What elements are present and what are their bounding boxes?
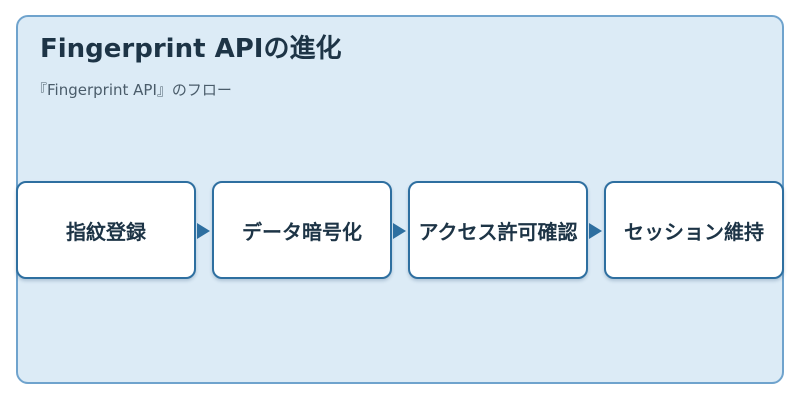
- flow-arrow-right-icon: [197, 223, 210, 239]
- page-title: Fingerprint APIの進化: [40, 34, 342, 64]
- page-subtitle: 『Fingerprint API』のフロー: [32, 81, 232, 99]
- flow-step-access-permission-check: アクセス許可確認: [408, 181, 588, 279]
- flow-step-data-encryption: データ暗号化: [212, 181, 392, 279]
- flow-step-fingerprint-registration: 指紋登録: [16, 181, 196, 279]
- flow-arrow-right-icon: [589, 223, 602, 239]
- flow-arrow-right-icon: [393, 223, 406, 239]
- flow-step-session-maintenance: セッション維持: [604, 181, 784, 279]
